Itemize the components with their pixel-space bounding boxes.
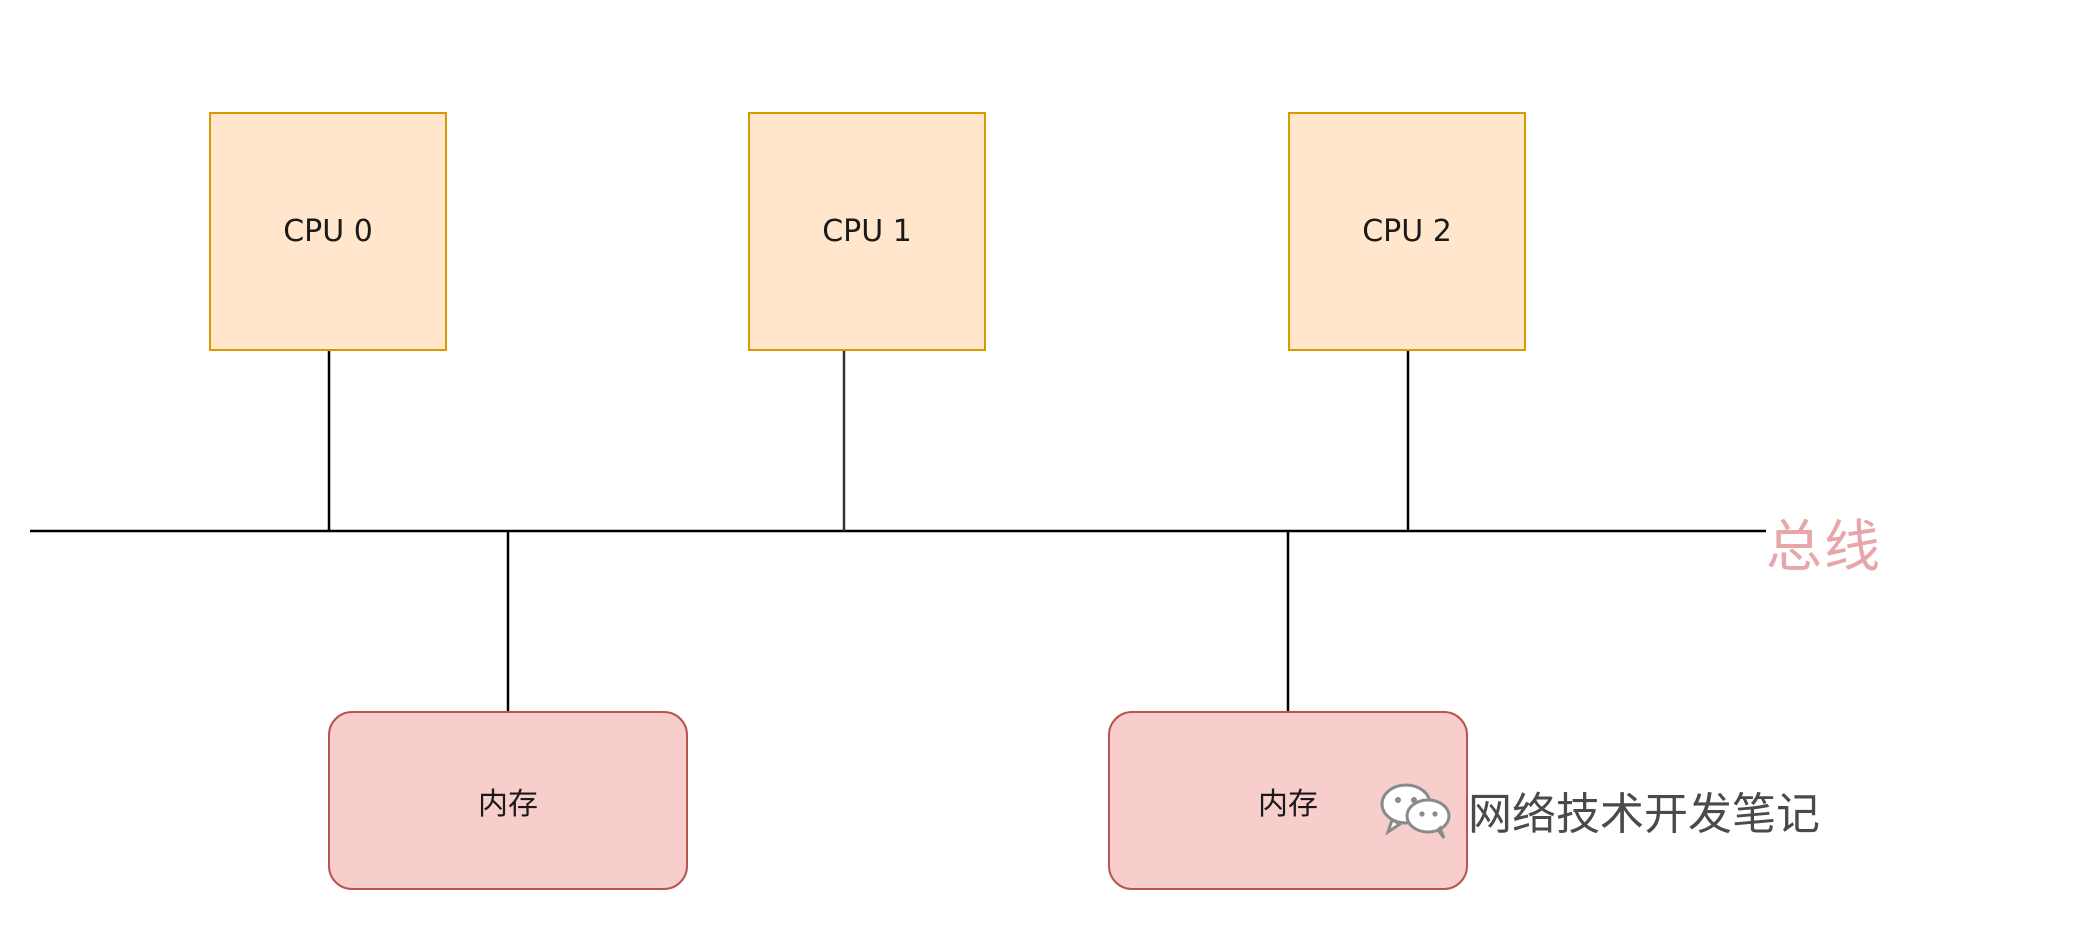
memory-0-label: 内存 xyxy=(478,786,538,822)
watermark: 网络技术开发笔记 xyxy=(1378,780,1820,840)
memory-1-label: 内存 xyxy=(1258,786,1318,822)
cpu-2-label: CPU 2 xyxy=(1362,214,1452,249)
watermark-text: 网络技术开发笔记 xyxy=(1468,789,1820,840)
wechat-icon xyxy=(1380,783,1451,839)
cpu-1-box: CPU 1 xyxy=(748,112,986,351)
cpu-1-label: CPU 1 xyxy=(822,214,912,249)
cpu-2-box: CPU 2 xyxy=(1288,112,1526,351)
memory-0-box: 内存 xyxy=(328,711,688,890)
bus-label: 总线 xyxy=(1766,515,1882,580)
cpu-0-box: CPU 0 xyxy=(209,112,447,351)
cpu-0-label: CPU 0 xyxy=(283,214,373,249)
